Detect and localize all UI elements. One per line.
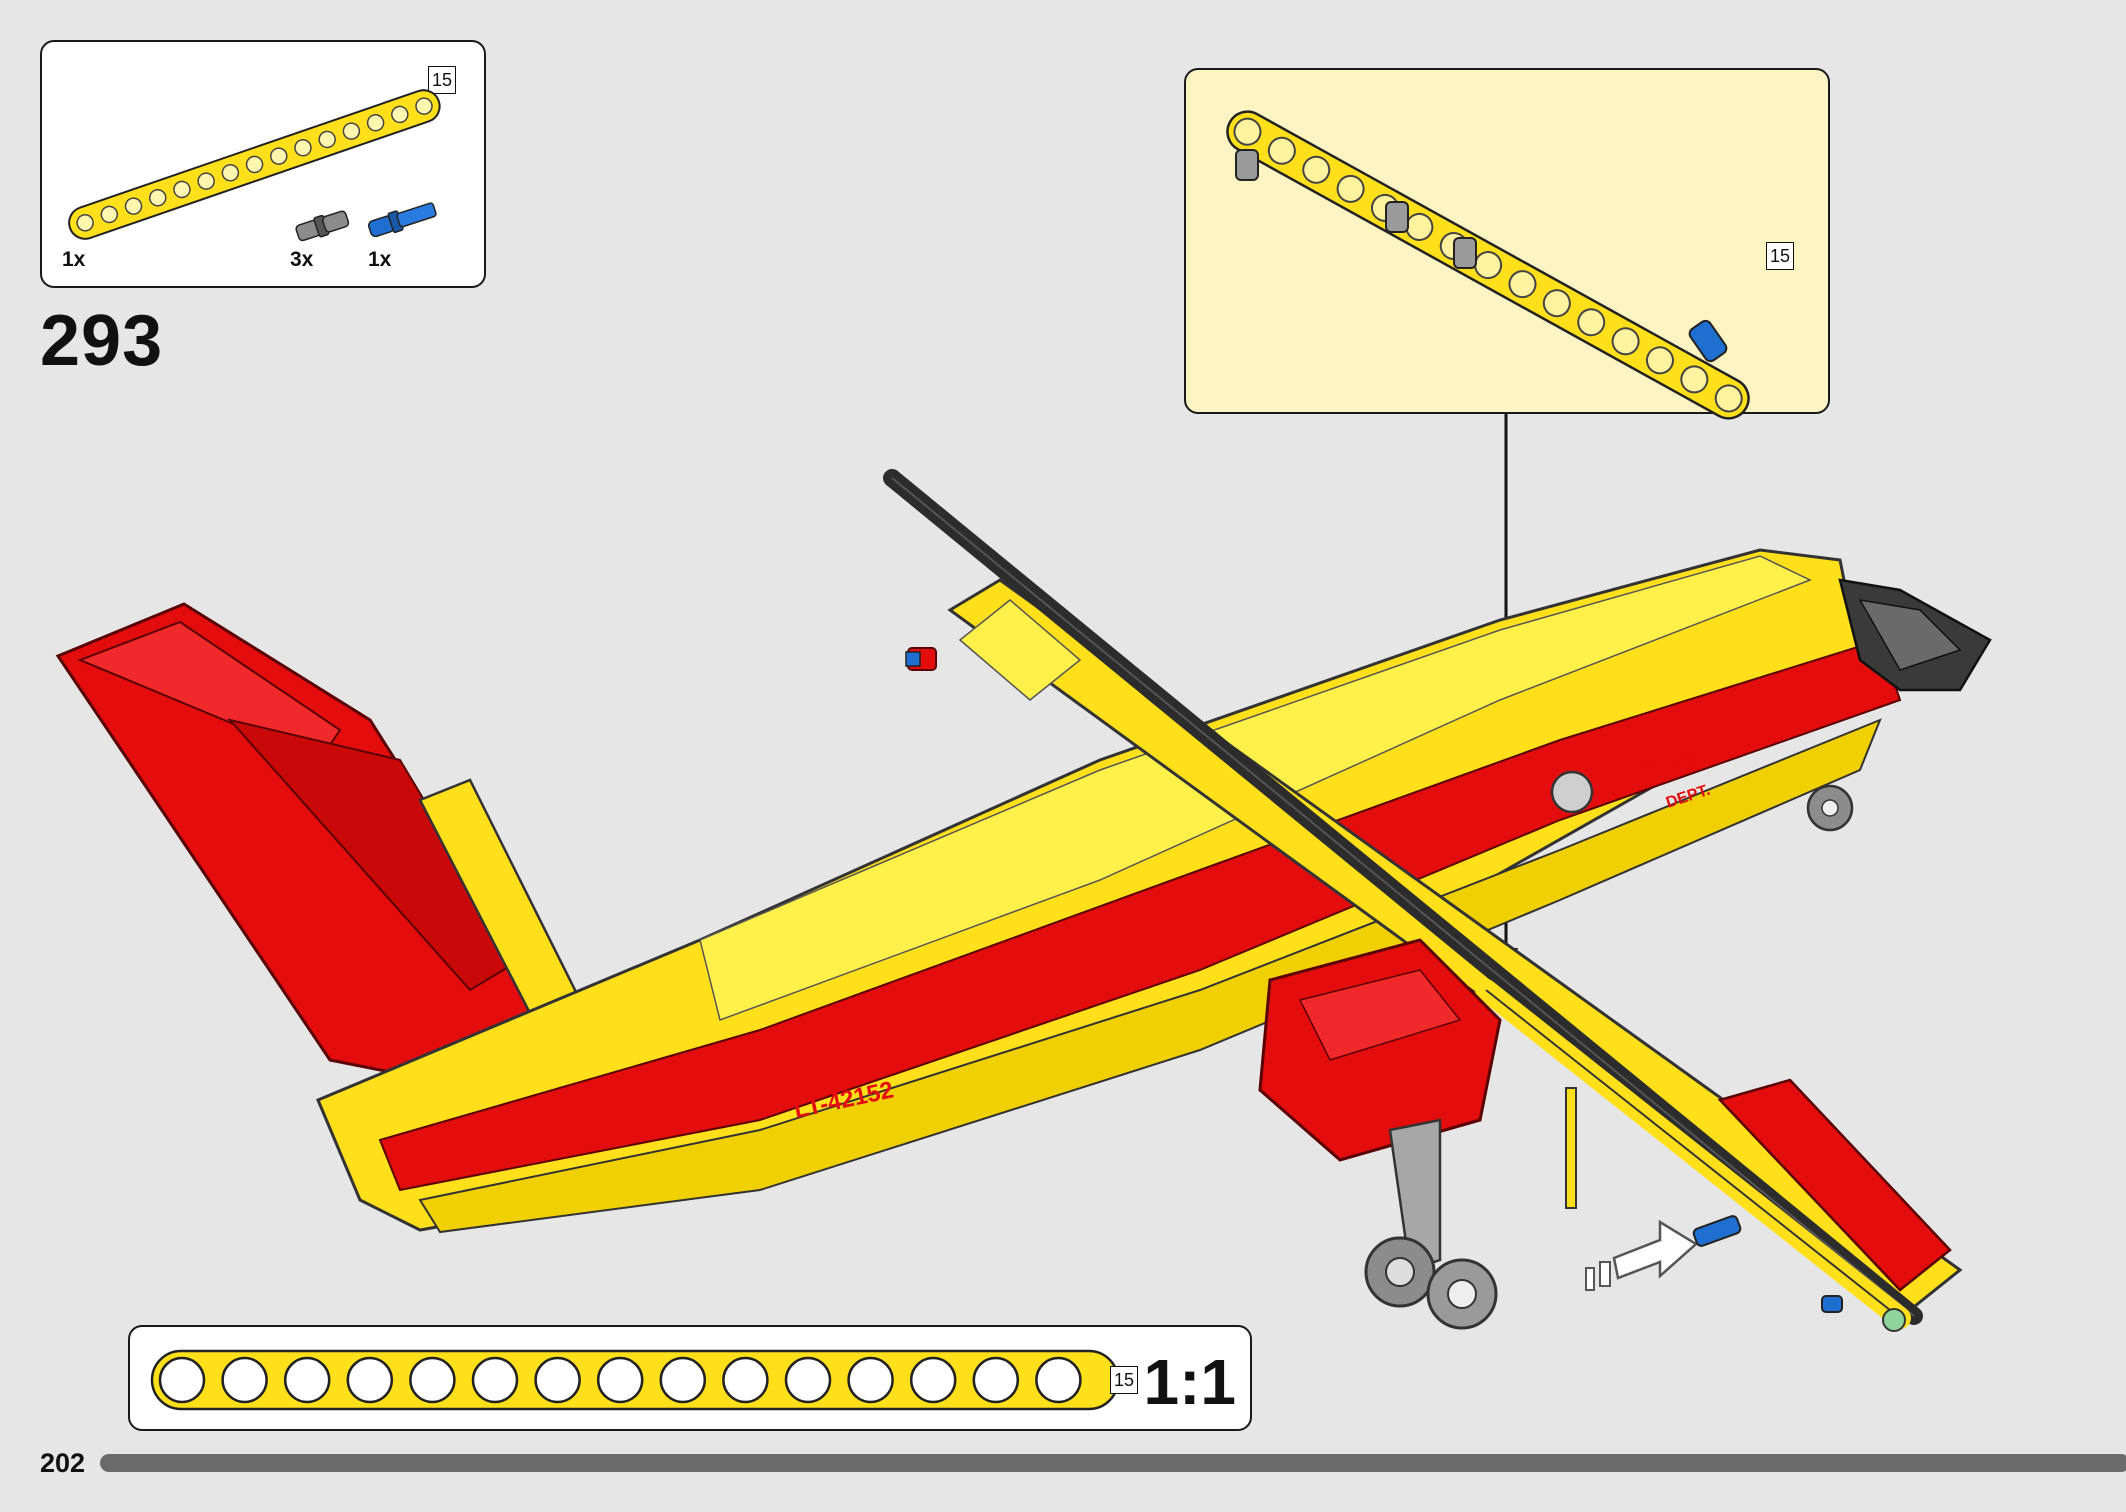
blue-pin-quantity: 1x — [368, 248, 392, 271]
beam-hole — [346, 1356, 394, 1404]
beam-hole — [471, 1356, 519, 1404]
beam-hole — [173, 180, 191, 199]
tail-fin — [55, 602, 563, 1082]
beam-hole — [784, 1356, 832, 1404]
beam-hole — [124, 197, 143, 215]
beam-hole — [534, 1356, 581, 1404]
beam-hole — [415, 97, 433, 115]
beam-hole — [318, 130, 336, 149]
beam-hole — [722, 1356, 769, 1404]
beam-hole — [1714, 384, 1743, 413]
beam-hole — [909, 1356, 957, 1404]
scale-length-badge: 15 — [1110, 1366, 1138, 1394]
blue-axle-pin — [1692, 1215, 1742, 1247]
beam-hole — [391, 105, 409, 124]
beam-hole — [596, 1356, 644, 1404]
landing-wheel-right — [1426, 1258, 1498, 1330]
subassembly-callout-panel: 15 — [1184, 68, 1830, 420]
nose-wheel — [1806, 784, 1854, 832]
axle-pin-blue-icon — [367, 202, 437, 238]
beam-hole — [294, 139, 312, 157]
tail-stabilizer — [418, 778, 622, 1112]
page-progress-bar — [100, 1454, 2126, 1472]
beam-hole — [283, 1356, 331, 1404]
beam-hole — [1680, 365, 1709, 394]
beam-hole — [659, 1356, 707, 1404]
beam-hole — [100, 205, 119, 224]
nose-cone — [1838, 578, 1992, 692]
landing-wheel-left — [1364, 1236, 1436, 1308]
parts-list-panel: 15 1x 3x 1x — [40, 40, 486, 288]
callout-gray-pin-icon — [1235, 149, 1477, 269]
beam-hole — [221, 164, 240, 182]
page-number: 202 — [40, 1448, 86, 1478]
insertion-arrow-icon — [1585, 1219, 1699, 1291]
beam-hole — [1035, 1356, 1082, 1404]
beam-hole — [1336, 174, 1365, 203]
beam-hole — [245, 155, 264, 174]
technic-beam-15-icon — [68, 89, 441, 240]
wing-tip-red — [1717, 1078, 1952, 1292]
beam-hole — [972, 1356, 1020, 1404]
callout-pointer-arrowhead — [1494, 948, 1518, 978]
beam-hole — [847, 1356, 894, 1404]
beam-hole — [409, 1356, 456, 1404]
gear-icon — [1550, 770, 1594, 814]
beam-hole — [148, 189, 167, 207]
beam-hole — [1645, 346, 1674, 375]
fuselage-red-stripe — [378, 638, 1902, 1192]
friction-pin-gray-icon — [295, 210, 350, 242]
beam-hole — [270, 147, 288, 165]
new-wing-beam — [1475, 979, 1911, 1329]
scale-reference-panel: 15 1:1 — [128, 1325, 1252, 1431]
beam-hole — [1267, 136, 1296, 165]
beam-hole — [342, 122, 361, 140]
beam-hole — [221, 1356, 268, 1404]
scale-beam-icon — [150, 1349, 1120, 1411]
callout-blue-pin-icon — [1688, 319, 1728, 363]
callout-beam-length-badge: 15 — [1766, 242, 1794, 270]
svg-text:DEPT.: DEPT. — [1664, 782, 1712, 812]
step-number: 293 — [40, 301, 164, 381]
engine-nacelle — [1258, 938, 1502, 1162]
beam-hole — [1542, 289, 1571, 318]
landing-gear-strut — [1388, 1118, 1442, 1272]
beam-hole — [197, 172, 215, 190]
beam-hole — [76, 214, 94, 232]
beam-hole — [366, 114, 385, 132]
beam-hole — [1508, 270, 1537, 299]
gray-pin-quantity: 3x — [290, 248, 314, 271]
callout-beam-assembly-icon — [1226, 110, 1750, 420]
beam-hole — [1302, 155, 1331, 184]
fire-dept-decal: FIRE — [1627, 740, 1707, 797]
beam-hole — [1233, 117, 1262, 146]
beam-hole — [1611, 327, 1640, 356]
scale-ratio-label: 1:1 — [1143, 1346, 1237, 1418]
beam-hole — [1577, 308, 1606, 337]
beam-length-badge: 15 — [428, 66, 456, 94]
main-wing — [947, 578, 1963, 1312]
beam-hole — [158, 1356, 206, 1404]
fuselage-body — [316, 548, 1862, 1232]
registration-decal: LT-42152 — [792, 1076, 896, 1123]
wing-dark-beam — [883, 469, 1923, 1325]
beam-quantity: 1x — [62, 248, 86, 271]
